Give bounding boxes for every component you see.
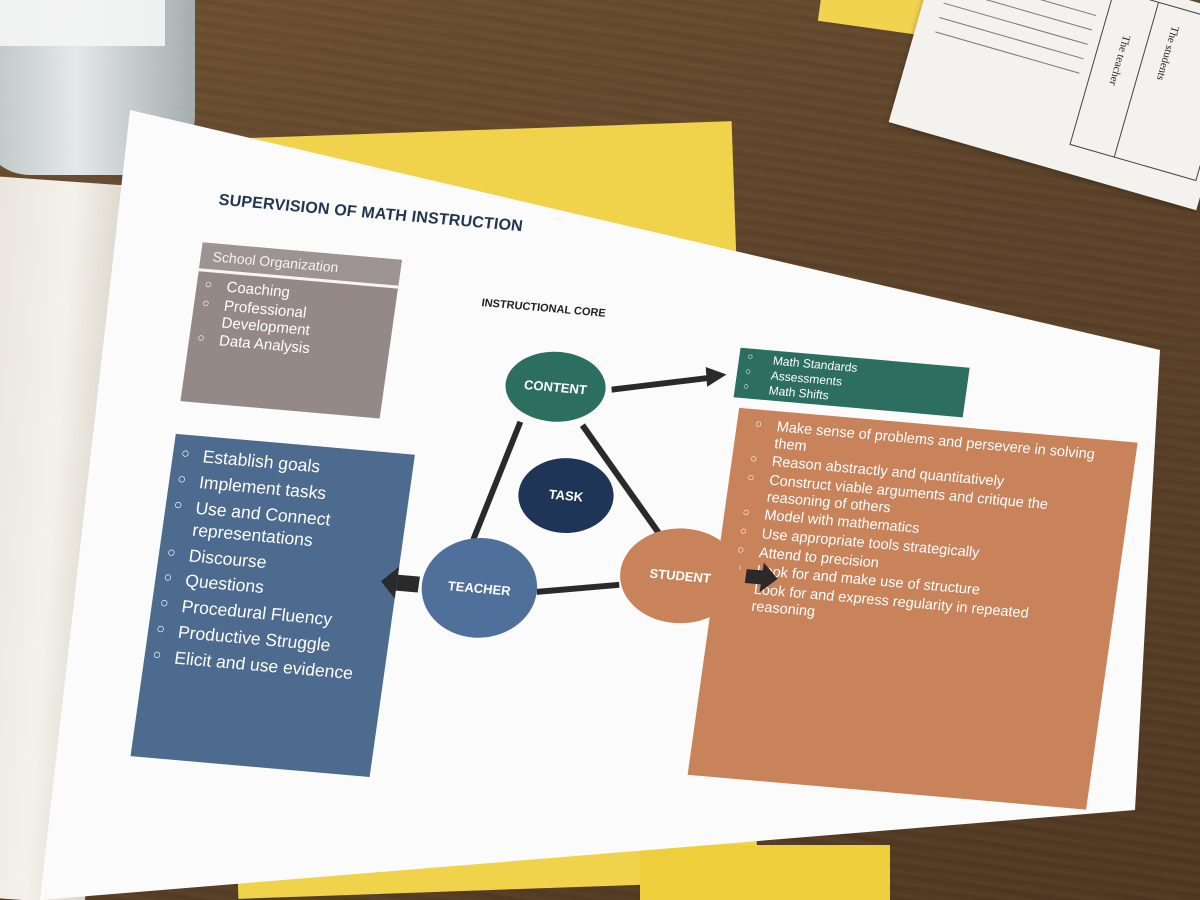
school-organization-list: ○Coaching ○Professional Development ○Dat… bbox=[188, 271, 398, 365]
bullet-icon: ○ bbox=[196, 330, 206, 346]
bullet-icon: ○ bbox=[203, 276, 214, 292]
arrow-shaft-content bbox=[611, 374, 713, 393]
worksheet-table: The teacher The students bbox=[1069, 0, 1200, 182]
table-divider bbox=[1113, 2, 1159, 157]
bullet-icon: ○ bbox=[166, 543, 177, 560]
list-item-label: Make sense of problems and persevere in … bbox=[773, 419, 1096, 463]
bottle-label bbox=[0, 0, 165, 46]
instructional-core-label: INSTRUCTIONAL CORE bbox=[480, 297, 607, 320]
bullet-icon: ○ bbox=[741, 505, 751, 520]
bullet-icon: ○ bbox=[155, 620, 167, 637]
bullet-icon: ○ bbox=[201, 295, 211, 311]
bullet-icon: ○ bbox=[180, 444, 191, 462]
worksheet-col-teacher: The teacher bbox=[1106, 33, 1133, 87]
list-item-label: Discourse bbox=[187, 545, 268, 572]
content-standards-box: ○Math Standards ○Assessments ○Math Shift… bbox=[733, 347, 970, 418]
list-item-label: Professional Development bbox=[220, 297, 311, 339]
content-circle: CONTENT bbox=[500, 347, 611, 426]
connector-content-teacher bbox=[470, 420, 524, 541]
arrow-left-icon bbox=[378, 565, 400, 599]
bullet-icon: ○ bbox=[744, 366, 752, 378]
content-standards-list: ○Math Standards ○Assessments ○Math Shift… bbox=[734, 351, 969, 416]
list-item-label: Questions bbox=[184, 570, 266, 598]
text-line bbox=[951, 0, 1097, 17]
arrow-right-icon bbox=[705, 364, 728, 387]
list-item-label: Establish goals bbox=[201, 446, 322, 477]
task-circle: TASK bbox=[513, 454, 619, 537]
teacher-practices-box: ○Establish goals ○Implement tasks ○Use a… bbox=[130, 433, 415, 778]
bullet-icon: ○ bbox=[176, 470, 188, 487]
bullet-icon: ○ bbox=[172, 495, 184, 513]
bullet-icon: ○ bbox=[746, 351, 754, 363]
handout-content: SUPERVISION OF MATH INSTRUCTION INSTRUCT… bbox=[114, 190, 1197, 892]
bullet-icon: ○ bbox=[159, 594, 170, 612]
bullet-icon: ○ bbox=[739, 524, 748, 538]
list-item-label: Use and Connect representations bbox=[191, 497, 332, 550]
teacher-practices-list: ○Establish goals ○Implement tasks ○Use a… bbox=[143, 444, 413, 688]
bullet-icon: ○ bbox=[736, 542, 746, 557]
bullet-icon: ○ bbox=[749, 452, 759, 466]
student-practices-box: ○ Make sense of problems and persevere in… bbox=[687, 407, 1138, 810]
bullet-icon: ○ bbox=[162, 568, 174, 586]
connector-teacher-student bbox=[536, 581, 620, 595]
student-practices-list: ○ Make sense of problems and persevere in… bbox=[711, 416, 1119, 645]
yellow-folder-edge bbox=[640, 845, 890, 900]
teacher-circle: TEACHER bbox=[415, 533, 544, 643]
worksheet-col-students: The students bbox=[1153, 24, 1181, 82]
bullet-icon: ○ bbox=[746, 470, 756, 485]
arrow-shaft-teacher bbox=[395, 574, 420, 593]
bullet-icon: ○ bbox=[151, 645, 163, 663]
bullet-icon: ○ bbox=[754, 417, 763, 431]
school-organization-box: School Organization ○Coaching ○Professio… bbox=[180, 242, 402, 419]
bullet-icon: ○ bbox=[742, 381, 750, 393]
